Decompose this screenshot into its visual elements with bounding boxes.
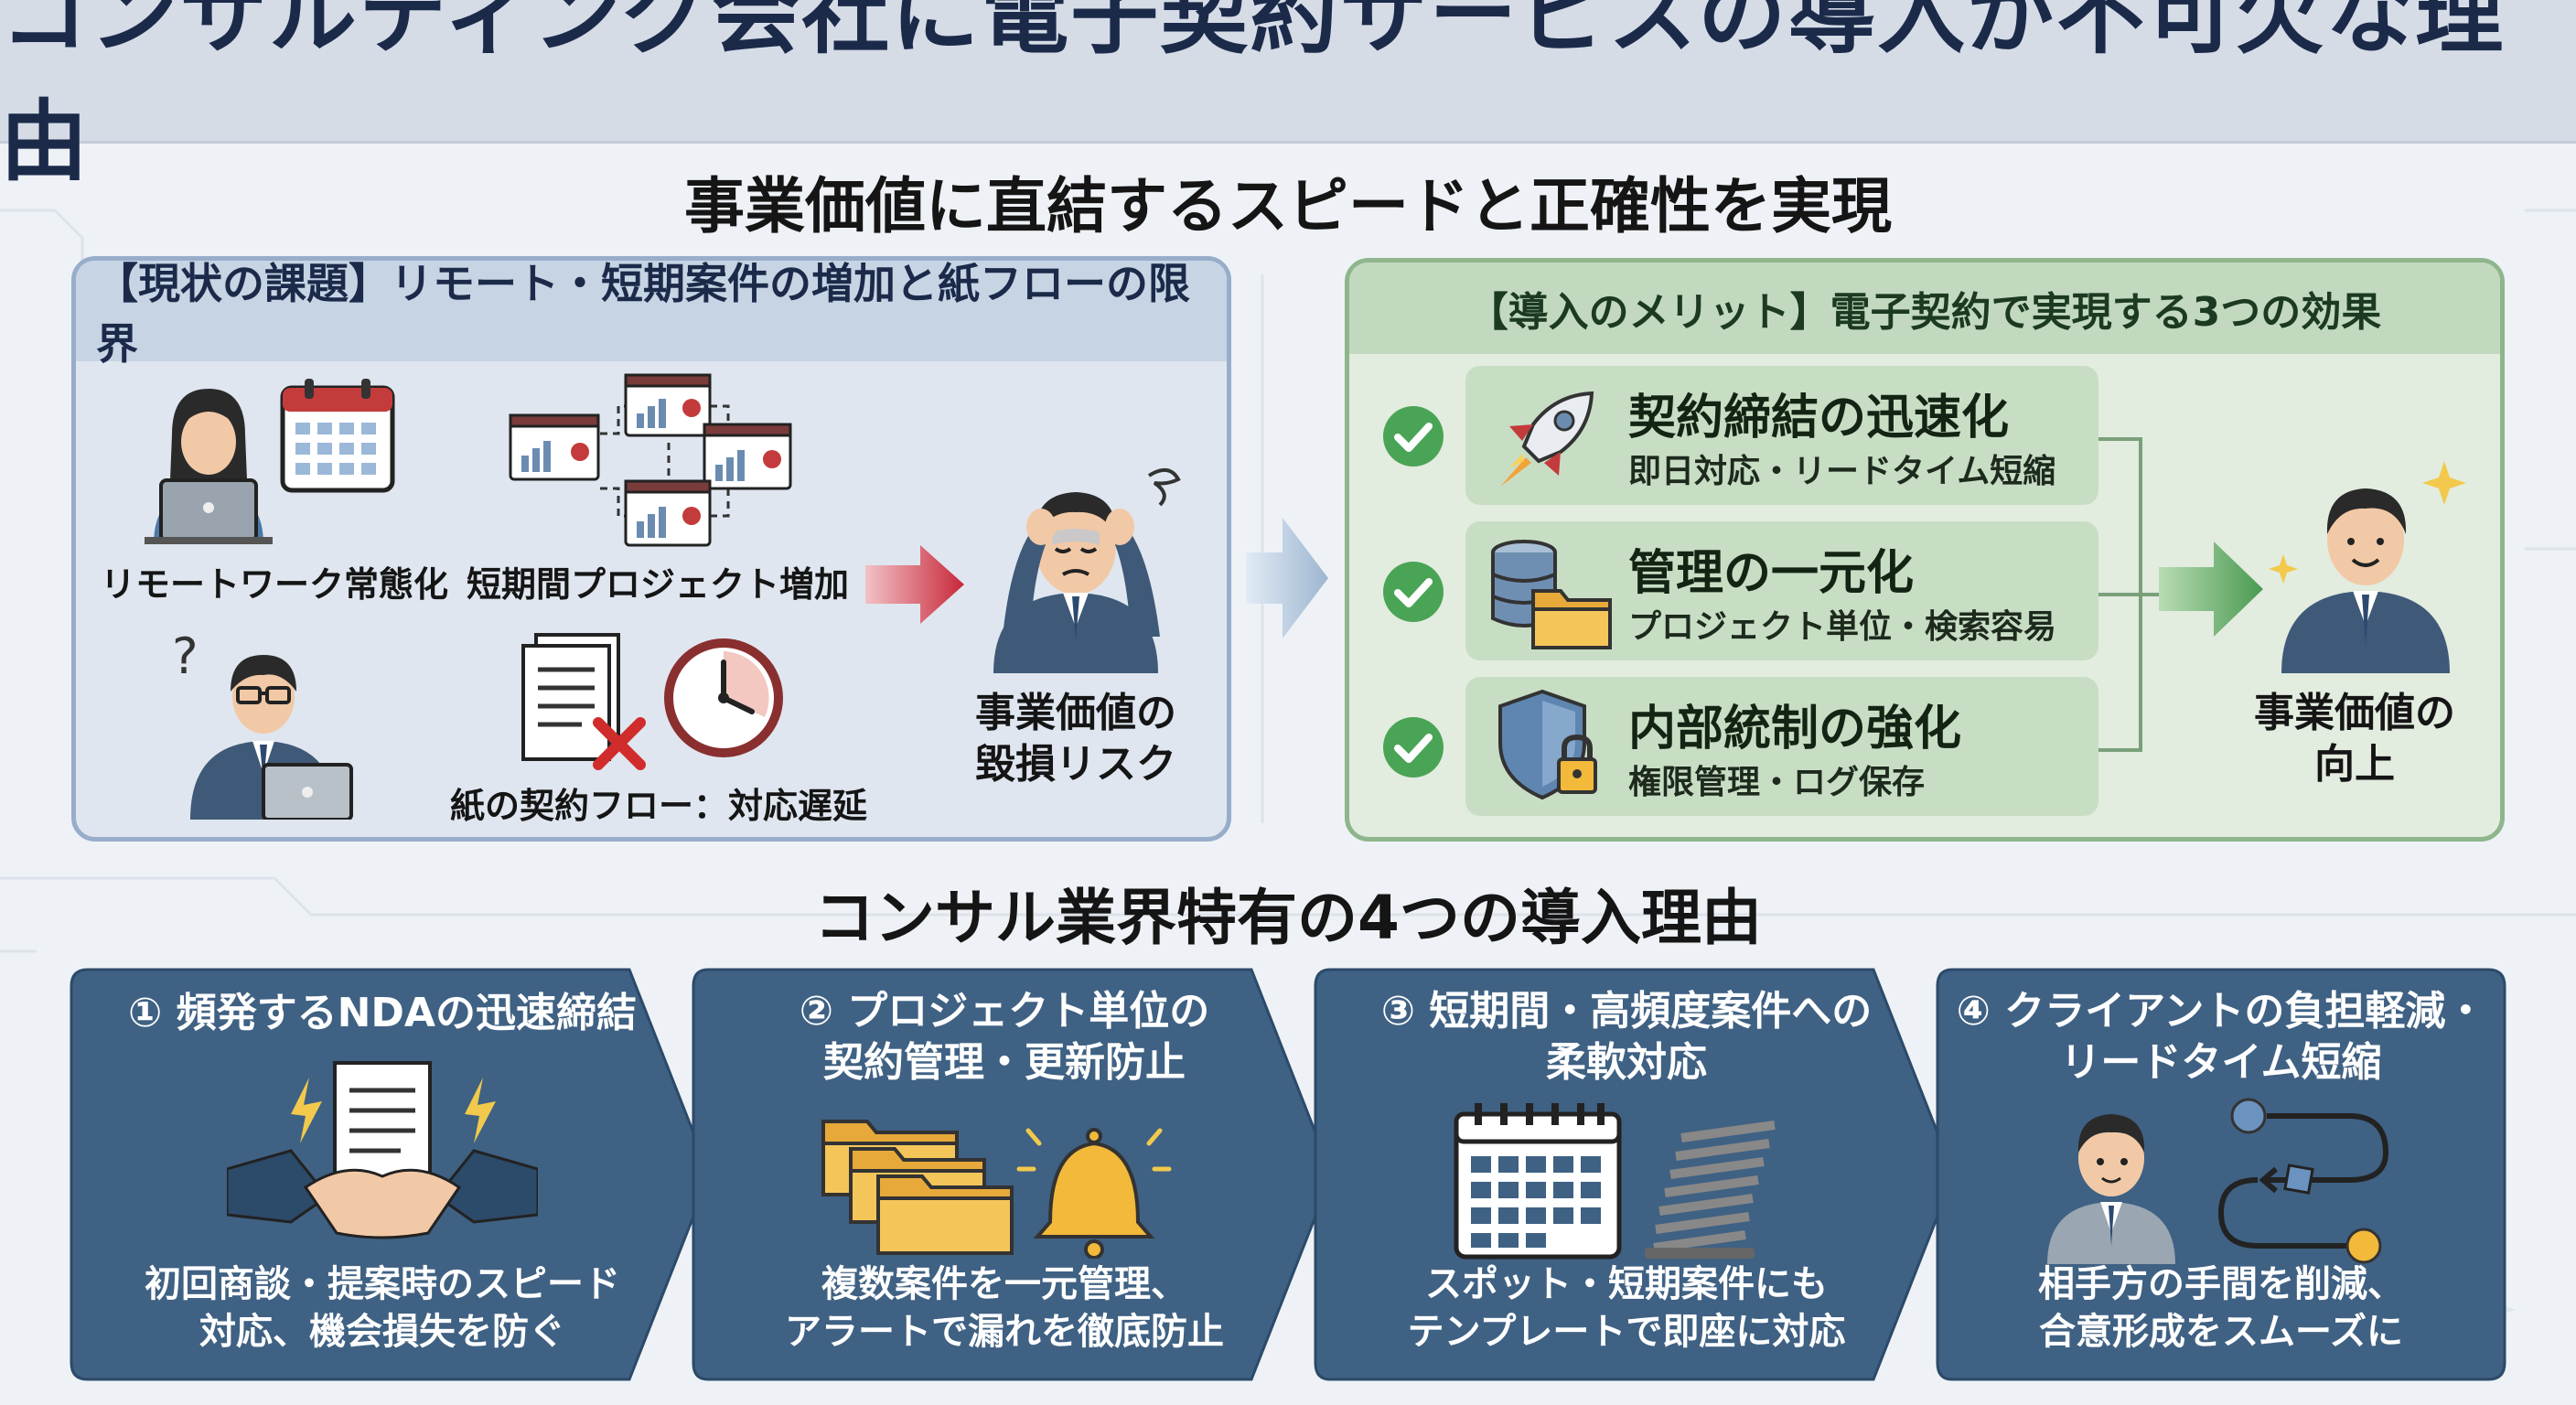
- benefit-title: 内部統制の強化: [1628, 702, 1962, 756]
- svg-text:?: ?: [172, 627, 199, 685]
- risk-label-line2: 毀損リスク: [975, 741, 1176, 788]
- reason-title-line1: ④ クライアントの負担軽減・: [1956, 988, 2486, 1035]
- database-folder-icon: [1491, 540, 1612, 649]
- check-icon: [1383, 717, 1444, 778]
- successful-worker-icon: [2269, 461, 2466, 673]
- reason-desc-line2: テンプレートで即座に対応: [1407, 1311, 1846, 1353]
- result-label-line2: 向上: [2314, 741, 2395, 788]
- reason-title-line2: リードタイム短縮: [2060, 1039, 2382, 1086]
- calendar-spring-icon: [1454, 1103, 1776, 1260]
- stressed-worker-icon: [993, 468, 1181, 673]
- reason-title-line1: ② プロジェクト単位の: [799, 988, 1210, 1035]
- short-projects-label: 短期間プロジェクト増加: [467, 564, 850, 605]
- check-icon: [1383, 406, 1444, 467]
- reason-card-client: ④ クライアントの負担軽減・ リードタイム短縮 相手方の手間を削減、 合意形成を…: [1937, 966, 2505, 1383]
- transition-arrow-icon: [1246, 518, 1328, 638]
- reason-title-line1: ① 頻発するNDAの迅速締結: [128, 990, 637, 1036]
- reason-desc-line1: 相手方の手間を削減、: [2038, 1263, 2404, 1305]
- title-bar: コンサルティング会社に電子契約サービスの導入が不可欠な理由: [0, 0, 2576, 193]
- paper-flow-label: 紙の契約フロー：対応遅延: [450, 786, 868, 826]
- reason-title-line1: ③ 短期間・高頻度案件への: [1380, 988, 1873, 1035]
- issues-panel-header: 【現状の課題】リモート・短期案件の増加と紙フローの限界: [76, 259, 1227, 369]
- rocket-icon: [1500, 391, 1594, 487]
- paper-document-icon: [521, 633, 646, 770]
- reason-desc-line1: 初回商談・提案時のスピード: [145, 1263, 620, 1305]
- benefits-panel-header: 【導入のメリット】電子契約で実現する3つの効果: [1349, 263, 2500, 354]
- benefit-title: 管理の一元化: [1628, 546, 1915, 601]
- reason-desc-line1: スポット・短期案件にも: [1425, 1263, 1828, 1305]
- page-title: コンサルティング会社に電子契約サービスの導入が不可欠な理由: [0, 0, 2506, 193]
- reason-description: 初回商談・提案時のスピード 対応、機会損失を防ぐ: [71, 1260, 693, 1356]
- risk-label-line1: 事業価値の: [975, 690, 1176, 736]
- benefit-title: 契約締結の迅速化: [1628, 391, 2010, 445]
- benefit-governance: 内部統制の強化 権限管理・ログ保存: [1465, 677, 2098, 816]
- client-flow-icon: [2047, 1098, 2389, 1264]
- reason-title: ③ 短期間・高頻度案件への 柔軟対応: [1315, 986, 1937, 1089]
- benefit-centralize: 管理の一元化 プロジェクト単位・検索容易: [1465, 521, 2098, 660]
- result-label-line1: 事業価値の: [2254, 690, 2455, 736]
- shield-lock-icon: [1498, 689, 1597, 800]
- reason-title: ① 頻発するNDAの迅速締結: [71, 988, 693, 1039]
- reason-desc-line2: 対応、機会損失を防ぐ: [199, 1311, 565, 1353]
- reason-title: ② プロジェクト単位の 契約管理・更新防止: [693, 986, 1315, 1089]
- benefit-speed: 契約締結の迅速化 即日対応・リードタイム短縮: [1465, 366, 2098, 505]
- benefit-subtitle: プロジェクト単位・検索容易: [1628, 608, 2057, 646]
- section-heading-value: 事業価値に直結するスピードと正確性を実現: [684, 171, 1892, 241]
- reason-title: ④ クライアントの負担軽減・ リードタイム短縮: [1937, 986, 2505, 1089]
- handshake-document-icon: [227, 1061, 538, 1239]
- result-label: 事業価値の 向上: [2239, 688, 2470, 790]
- remote-worker-icon: [145, 389, 273, 544]
- reason-card-flexible: ③ 短期間・高頻度案件への 柔軟対応 スポット・短期案件にも テンプレートで即座…: [1315, 966, 1937, 1383]
- reason-desc-line2: 合意形成をスムーズに: [2039, 1311, 2403, 1353]
- confused-worker-icon: ?: [172, 627, 353, 820]
- reason-desc-line2: アラートで漏れを徹底防止: [785, 1311, 1224, 1353]
- risk-label: 事業価値の 毀損リスク: [961, 688, 1191, 790]
- remote-work-label: リモートワーク常態化: [101, 564, 449, 605]
- reason-title-line2: 契約管理・更新防止: [823, 1039, 1186, 1086]
- green-arrow-icon: [2159, 542, 2263, 637]
- reasons-heading: コンサル業界特有の4つの導入理由: [814, 883, 1762, 953]
- folders-bell-icon: [821, 1120, 1172, 1259]
- reason-description: スポット・短期案件にも テンプレートで即座に対応: [1315, 1260, 1937, 1356]
- check-icon: [1383, 562, 1444, 622]
- reason-cards-shapes: [70, 968, 2506, 1381]
- reason-card-nda: ① 頻発するNDAの迅速締結 初回商談・提案時のスピード 対応、機会損失を防ぐ: [71, 966, 693, 1383]
- benefit-subtitle: 権限管理・ログ保存: [1628, 764, 1926, 801]
- clock-icon: [664, 638, 783, 757]
- red-arrow-icon: [865, 545, 964, 624]
- reason-description: 相手方の手間を削減、 合意形成をスムーズに: [1937, 1260, 2505, 1356]
- reason-desc-line1: 複数案件を一元管理、: [821, 1263, 1187, 1305]
- reason-description: 複数案件を一元管理、 アラートで漏れを徹底防止: [693, 1260, 1315, 1356]
- calendar-icon: [280, 379, 395, 493]
- project-charts-icon: [509, 373, 792, 547]
- benefit-subtitle: 即日対応・リードタイム短縮: [1628, 453, 2056, 490]
- reason-title-line2: 柔軟対応: [1546, 1039, 1707, 1086]
- reason-card-project: ② プロジェクト単位の 契約管理・更新防止 複数案件を一元管理、 アラートで漏れ…: [693, 966, 1315, 1383]
